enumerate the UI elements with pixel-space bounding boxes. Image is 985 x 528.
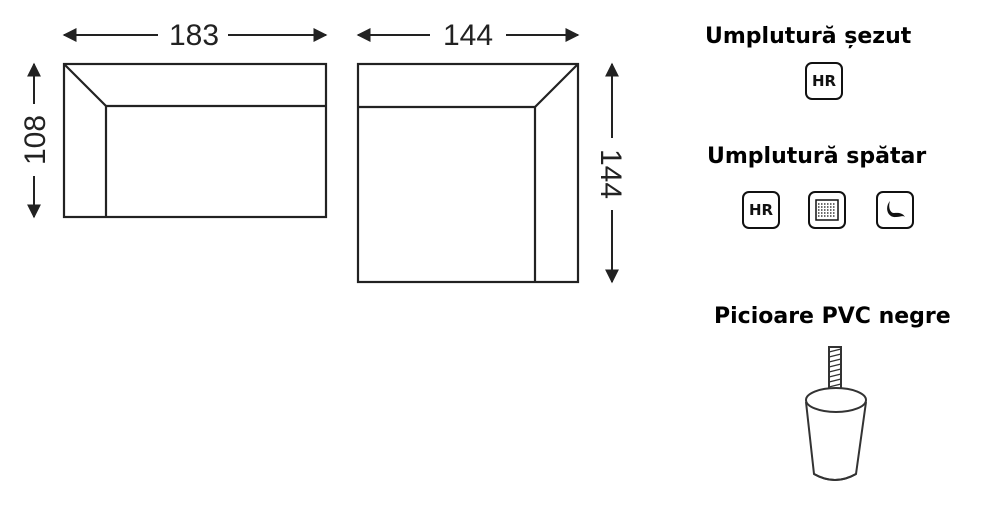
back-filling-heading: Umplutură spătar [707,144,927,169]
left-width-label: 183 [169,19,219,52]
seat-hr-foam-icon: HR [805,62,843,100]
left-depth-label: 108 [19,115,52,165]
fiber-pad-glyph [815,199,839,221]
right-width-dimension: 144 [356,19,580,52]
right-depth-label: 144 [594,149,627,199]
fiber-pad-icon [808,191,846,229]
back-hr-icon-label: HR [748,201,774,219]
right-width-label: 144 [443,19,493,52]
right-depth-dimension: 144 [594,62,627,284]
legs-heading: Picioare PVC negre [714,304,951,329]
back-hr-foam-icon: HR [742,191,780,229]
left-module-outline [62,62,328,219]
left-depth-dimension: 108 [19,62,52,219]
pvc-leg-illustration [805,346,867,481]
left-width-dimension: 183 [62,19,328,52]
seat-hr-icon-label: HR [811,72,837,90]
seat-filling-heading: Umplutură șezut [705,24,912,49]
feather-glyph [887,201,905,218]
right-module-outline [356,62,580,284]
feather-icon [876,191,914,229]
